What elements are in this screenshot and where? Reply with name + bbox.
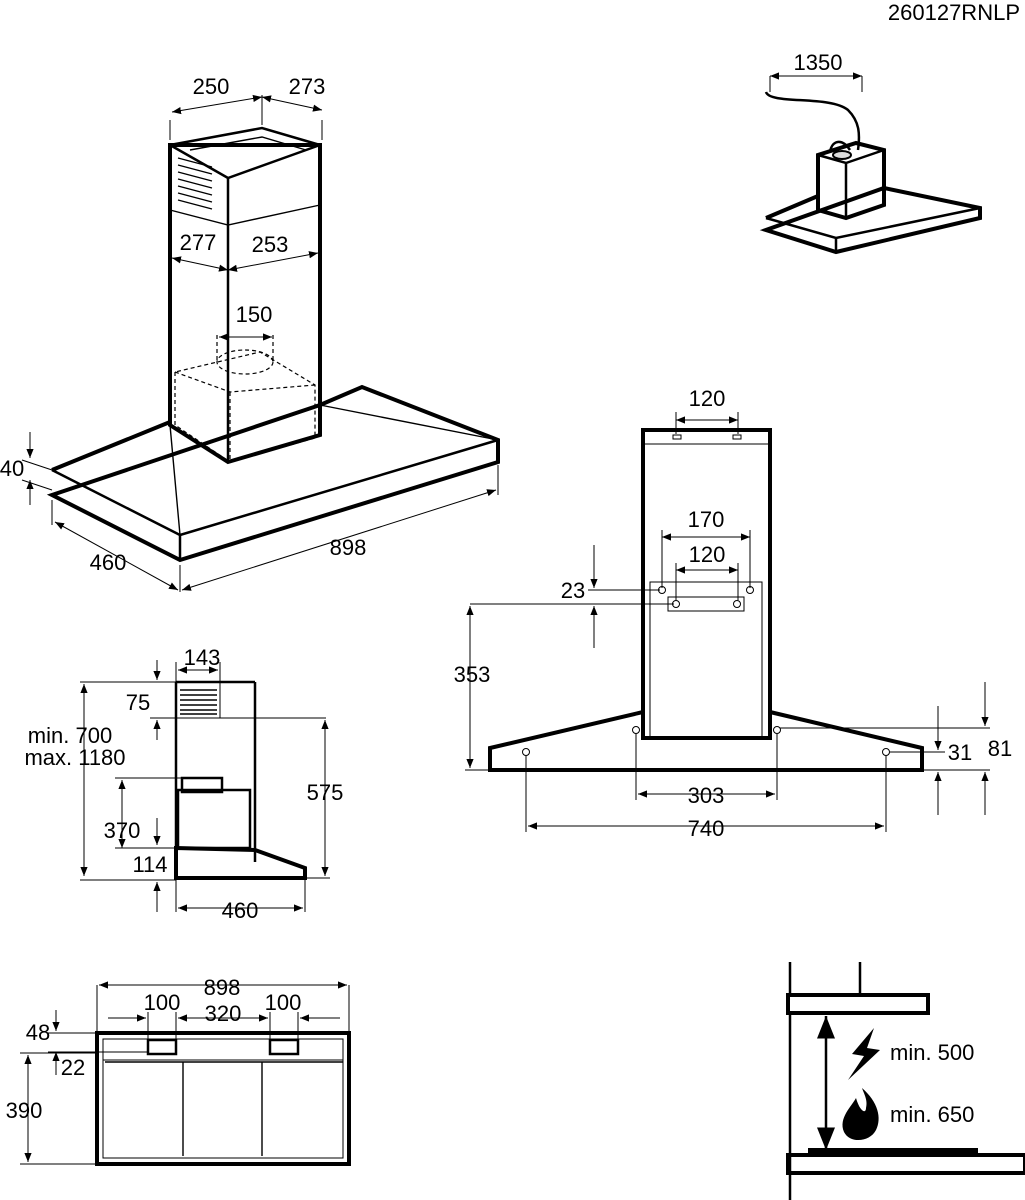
dim-81: 81 xyxy=(988,736,1012,761)
dim-31: 31 xyxy=(948,740,972,765)
dim-390: 390 xyxy=(6,1098,43,1123)
dim-460-side: 460 xyxy=(222,898,259,923)
dim-150: 150 xyxy=(236,302,273,327)
clearance-view: min. 500 min. 650 xyxy=(786,962,1025,1200)
dim-277: 277 xyxy=(180,230,217,255)
front-view: 120 170 120 23 353 31 81 303 740 xyxy=(454,386,1013,841)
side-vent-slots xyxy=(180,689,217,715)
label-min-700: min. 700 xyxy=(28,723,112,748)
label-max-1180: max. 1180 xyxy=(24,745,125,770)
dim-253: 253 xyxy=(252,232,289,257)
dim-100-right: 100 xyxy=(265,990,302,1015)
dim-48: 48 xyxy=(26,1020,50,1045)
dim-120-top: 120 xyxy=(689,386,726,411)
dim-303: 303 xyxy=(688,783,725,808)
dim-320: 320 xyxy=(205,1001,242,1026)
dim-250: 250 xyxy=(193,74,230,99)
dim-120-mid: 120 xyxy=(689,542,726,567)
dim-22: 22 xyxy=(61,1055,85,1080)
dim-1350: 1350 xyxy=(794,50,843,75)
label-min-650: min. 650 xyxy=(890,1102,974,1127)
dim-23: 23 xyxy=(561,578,585,603)
gas-flame-icon xyxy=(842,1088,879,1141)
iso-view: 250 273 277 253 150 40 460 898 xyxy=(0,74,500,592)
side-view: 143 75 min. 700 max. 1180 575 370 114 46… xyxy=(24,645,343,923)
dim-460-iso: 460 xyxy=(90,550,127,575)
dim-100-left: 100 xyxy=(144,990,181,1015)
label-min-500: min. 500 xyxy=(890,1040,974,1065)
dim-114: 114 xyxy=(132,852,167,877)
dim-740: 740 xyxy=(688,816,725,841)
vent-slots xyxy=(177,157,213,210)
dim-575: 575 xyxy=(307,780,344,805)
electric-icon xyxy=(848,1028,880,1080)
dim-40: 40 xyxy=(0,456,24,481)
dim-170: 170 xyxy=(688,507,725,532)
dim-370: 370 xyxy=(104,818,141,843)
dim-353: 353 xyxy=(454,662,491,687)
bottom-view: 898 100 320 100 48 22 390 xyxy=(6,975,351,1166)
dim-143: 143 xyxy=(184,645,221,670)
dim-273: 273 xyxy=(289,74,326,99)
cable-view: 1350 xyxy=(759,50,982,255)
product-code: 260127RNLP xyxy=(888,0,1020,25)
dim-75: 75 xyxy=(126,690,150,715)
dim-898-bottom: 898 xyxy=(204,975,241,1000)
dim-898-iso: 898 xyxy=(330,535,367,560)
